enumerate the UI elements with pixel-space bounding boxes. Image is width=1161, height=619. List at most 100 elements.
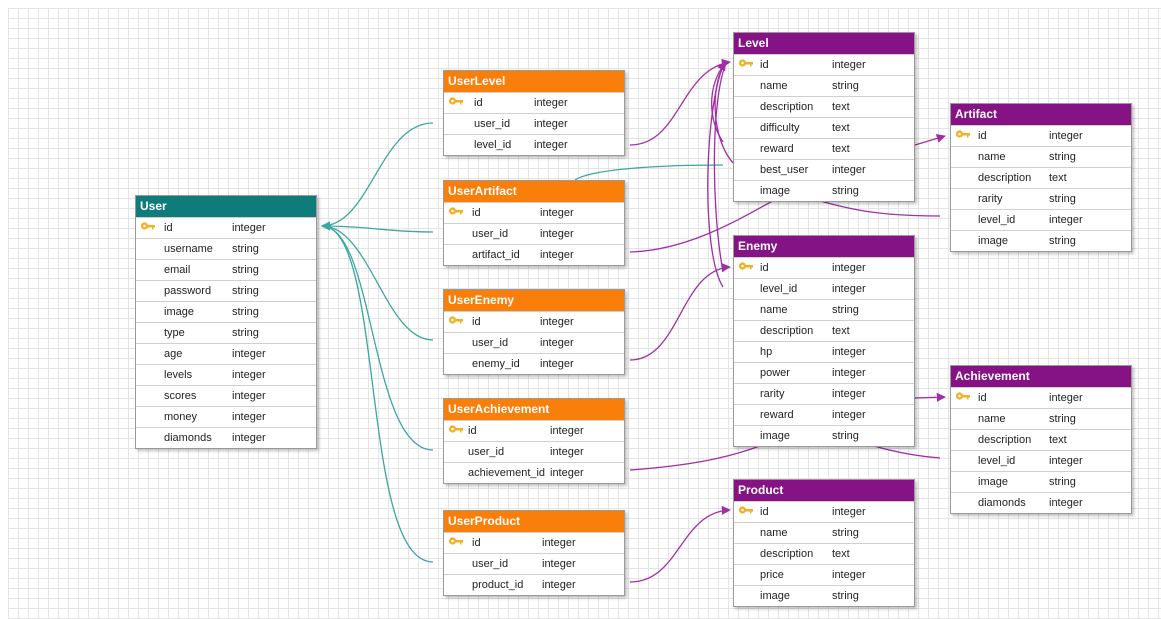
field-name: name [760,527,788,539]
field-type: integer [832,262,866,274]
field-type: integer [542,579,576,591]
field-name: id [472,316,481,328]
field-name: rarity [978,193,1003,205]
field-type: integer [232,369,266,381]
field-name: user_id [474,118,511,130]
field-type: integer [832,59,866,71]
field-name: age [164,348,183,360]
field-type: string [1049,476,1076,488]
field-type: integer [542,558,576,570]
field-name: id [760,506,769,518]
field-name: description [978,434,1032,446]
field-name: user_id [468,446,505,458]
field-type: integer [232,222,266,234]
field-type: integer [832,367,866,379]
field-name: id [472,537,481,549]
field-type: integer [540,207,574,219]
field-type: string [832,80,859,92]
field-name: password [164,285,212,297]
table-row[interactable]: power integer [734,362,914,383]
table-header: Enemy [734,236,914,257]
key-icon [448,316,463,324]
field-name: reward [760,409,794,421]
field-type: string [832,430,859,442]
field-name: hp [760,346,773,358]
field-name: scores [164,390,197,402]
field-name: power [760,367,790,379]
table-header: UserLevel [444,71,624,92]
field-name: description [760,101,814,113]
field-type: integer [540,249,574,261]
